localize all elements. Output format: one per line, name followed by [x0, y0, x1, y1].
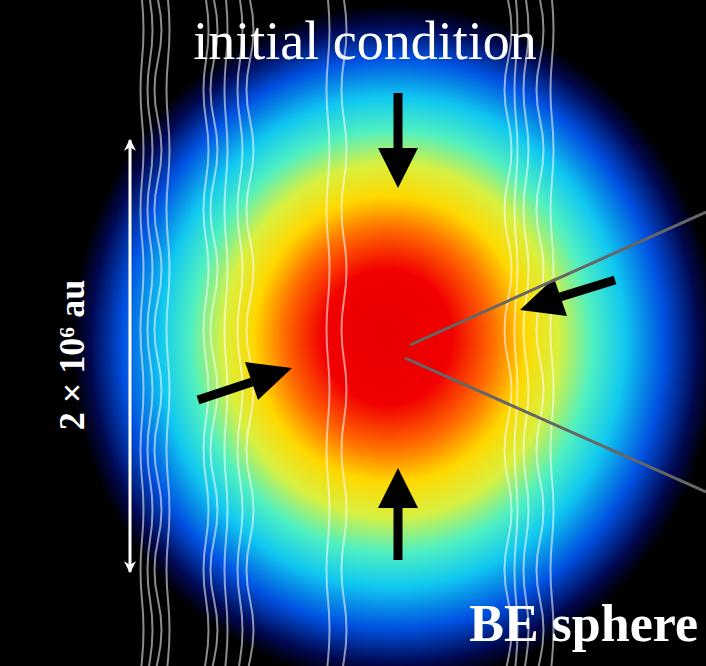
- field-line: [225, 0, 228, 666]
- field-line: [238, 0, 243, 666]
- field-line: [167, 0, 170, 666]
- scale-label: 2 × 10⁶ au: [54, 280, 90, 430]
- field-line: [327, 0, 330, 666]
- field-line: [148, 0, 153, 666]
- field-line: [342, 0, 347, 666]
- field-line: [537, 0, 544, 666]
- magnetic-field-lines: [141, 0, 554, 666]
- field-line: [505, 0, 512, 666]
- panel-title: initial condition: [193, 14, 536, 68]
- zoom-wedge-lines: [405, 212, 706, 492]
- scale-arrow: [129, 140, 132, 572]
- field-line: [551, 0, 554, 666]
- field-line: [515, 0, 518, 666]
- field-line: [247, 0, 254, 666]
- model-label: BE sphere: [469, 598, 698, 650]
- field-line: [211, 0, 218, 666]
- field-line: [141, 0, 144, 666]
- field-line: [204, 0, 209, 666]
- field-line: [524, 0, 529, 666]
- density-cloud: [70, 0, 706, 666]
- collapse-arrows: [198, 93, 615, 560]
- field-line: [155, 0, 162, 666]
